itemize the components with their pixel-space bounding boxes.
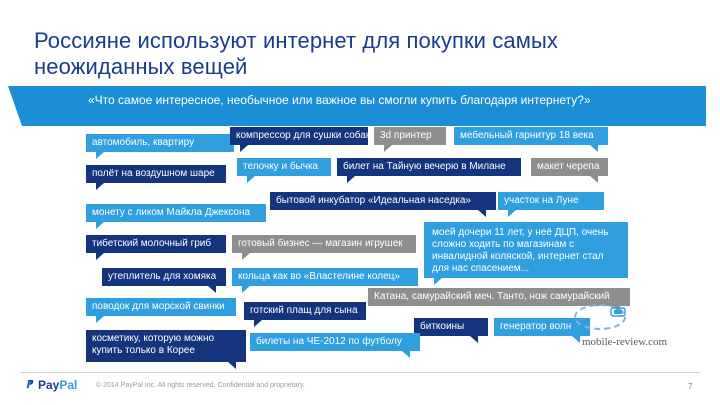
answer-bubble: генератор волн bbox=[494, 318, 590, 343]
answer-bubble: билеты на ЧЕ-2012 по футболу bbox=[250, 333, 420, 358]
copyright-text: © 2014 PayPal Inc. All rights reserved. … bbox=[96, 382, 305, 389]
watermark-text: mobile-review.com bbox=[582, 336, 668, 348]
footer-divider bbox=[20, 372, 700, 373]
paypal-logo: PayPal bbox=[26, 378, 77, 392]
answer-bubble: готовый бизнес — магазин игрушек bbox=[232, 235, 416, 260]
answer-bubble: тибетский молочный гриб bbox=[86, 235, 226, 260]
answer-bubble: поводок для морской свинки bbox=[86, 298, 236, 323]
answer-bubble: готский плащ для сына bbox=[244, 302, 366, 327]
answer-bubble: бытовой инкубатор «Идеальная наседка» bbox=[270, 192, 496, 217]
answer-bubble-long: моей дочери 11 лет, у неё ДЦП, очень сло… bbox=[424, 222, 628, 285]
page-number: 7 bbox=[688, 382, 693, 391]
question-banner bbox=[8, 86, 706, 126]
logo-pay: Pay bbox=[38, 378, 60, 392]
paypal-p-icon bbox=[26, 380, 34, 389]
answer-bubble: Катана, самурайский меч. Танто, нож саму… bbox=[368, 288, 630, 313]
answer-bubble: кольца как во «Властелине колец» bbox=[232, 268, 418, 293]
answer-bubble: монету с ликом Майкла Джексона bbox=[86, 204, 266, 229]
answer-bubble: билет на Тайную вечерю в Милане bbox=[337, 158, 521, 183]
watermark-phone-icon bbox=[610, 307, 626, 317]
answer-bubble: полёт на воздушном шаре bbox=[86, 165, 226, 190]
answer-bubble: компрессор для сушки собак bbox=[230, 127, 370, 152]
answer-bubble: биткоины bbox=[414, 318, 488, 343]
answer-bubble: утеплитель для хомяка bbox=[102, 268, 226, 293]
answer-bubble: мебельный гарнитур 18 века bbox=[454, 127, 608, 152]
logo-pal: Pal bbox=[59, 378, 78, 392]
answer-bubble: 3d принтер bbox=[374, 127, 446, 152]
answer-bubble: участок на Луне bbox=[498, 192, 604, 217]
slide-title: Россияне используют интернет для покупки… bbox=[34, 28, 558, 79]
answer-bubble: телочку и бычка bbox=[237, 158, 331, 183]
answer-bubble: макет черепа bbox=[531, 158, 608, 183]
answer-bubble: автомобиль, квартиру bbox=[86, 134, 234, 159]
answer-bubble: косметику, которую можно купить только в… bbox=[86, 330, 246, 369]
watermark-ring bbox=[574, 304, 626, 330]
question-text: «Что самое интересное, необычное или важ… bbox=[88, 93, 591, 107]
